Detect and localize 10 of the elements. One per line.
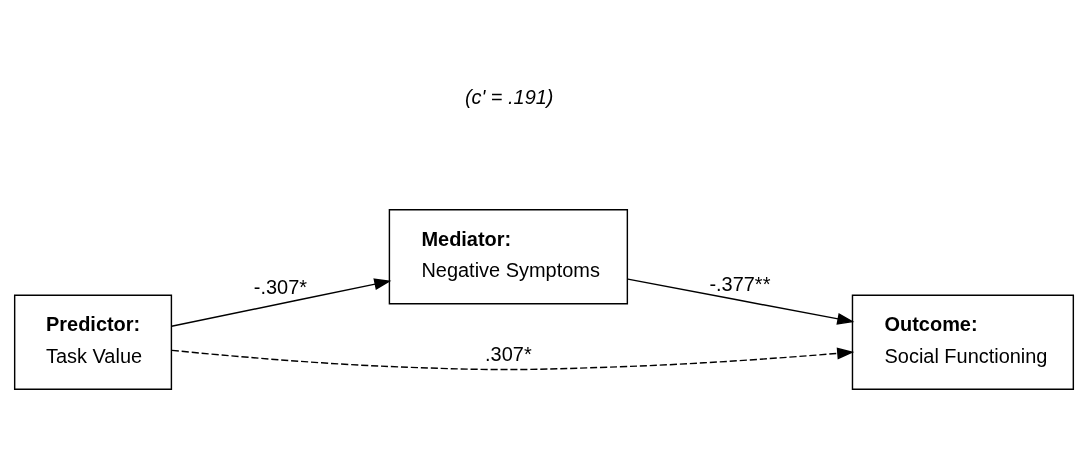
arrow xyxy=(627,277,855,325)
node-box: Outcome: Social Functioning xyxy=(851,294,1075,390)
edge-label: -.377** xyxy=(709,272,771,295)
edge-label: -.307* xyxy=(253,275,308,298)
arrow xyxy=(170,277,392,327)
arrow xyxy=(171,346,855,370)
node-box: Mediator: Negative Symptoms xyxy=(388,208,629,304)
label: (c' = .191) xyxy=(464,85,554,108)
edge-label: .307* xyxy=(485,342,532,365)
node-box: Predictor: Task Value xyxy=(13,294,173,390)
